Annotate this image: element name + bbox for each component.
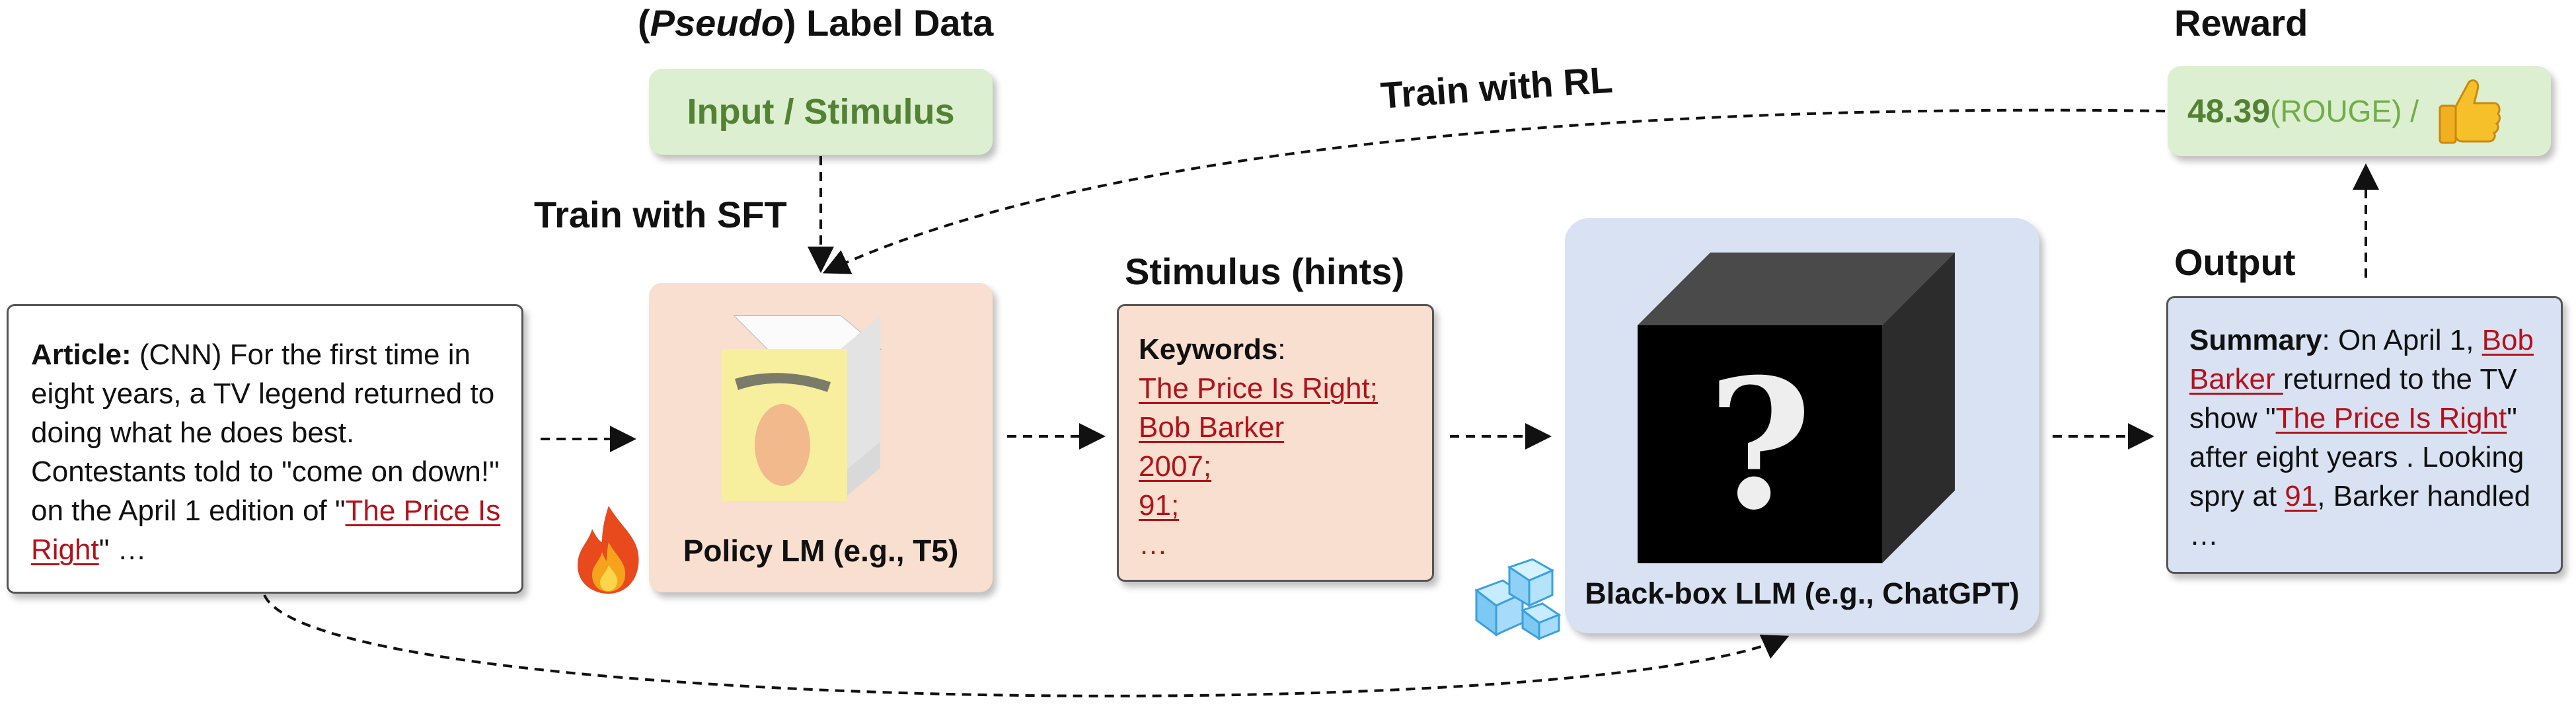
reward-value: 48.39 — [2187, 93, 2271, 130]
output-box: Summary: On April 1, Bob Barker returned… — [2166, 296, 2563, 574]
keyword-item: 2007; — [1139, 450, 1212, 483]
keyword-item: The Price Is Right; — [1139, 372, 1378, 405]
keywords-colon: : — [1277, 333, 1286, 366]
question-mark-glyph: ? — [1707, 339, 1813, 549]
summary-text-1: : On April 1, — [2322, 324, 2482, 356]
policy-cube-muppet-icon — [722, 315, 882, 501]
label-data-paren: ( — [638, 2, 650, 44]
reward-metric: (ROUGE) / — [2270, 94, 2419, 128]
keyword-ellipsis: … — [1139, 528, 1168, 561]
stimulus-heading: Stimulus (hints) — [1125, 251, 1405, 292]
summary-text-2: returned to the TV show " — [2189, 363, 2517, 434]
summary-text-4: , Barker handled … — [2189, 480, 2531, 551]
summary-link-price-is-right: The Price Is Right — [2275, 402, 2507, 434]
reward-heading: Reward — [2174, 2, 2308, 44]
article-box: Article: (CNN) For the first time in eig… — [7, 304, 523, 594]
train-sft-label: Train with SFT — [534, 194, 787, 235]
article-text: (CNN) For the first time in eight years,… — [31, 338, 500, 527]
policy-lm-box: Policy LM (e.g., T5) — [649, 283, 993, 592]
reward-box: 48.39 (ROUGE) / — [2168, 66, 2551, 156]
ice-cubes-icon — [1474, 558, 1562, 640]
summary-label: Summary — [2189, 324, 2322, 356]
keyword-item: 91; — [1139, 489, 1180, 522]
article-link-price-is-right: The Price Is Right — [31, 495, 501, 566]
keywords-label: Keywords — [1139, 333, 1278, 366]
blackbox-llm-box: ? Black-box LLM (e.g., ChatGPT) — [1565, 218, 2039, 633]
label-data-heading: (Pseudo) Label Data — [638, 1, 993, 44]
input-stimulus-box: Input / Stimulus — [649, 69, 993, 155]
summary-link-91: 91 — [2285, 480, 2318, 512]
label-data-pseudo: Pseudo — [650, 2, 784, 44]
thumbs-up-icon — [2439, 79, 2501, 144]
stimulus-box: Keywords: The Price Is Right; Bob Barker… — [1117, 304, 1434, 582]
keywords-line: Keywords: — [1139, 330, 1432, 369]
flame-icon — [578, 506, 639, 594]
article-tail: " … — [98, 534, 147, 566]
input-stimulus-label: Input / Stimulus — [687, 92, 955, 132]
label-data-heading-rest: ) Label Data — [783, 2, 994, 44]
article-label: Article: — [31, 338, 132, 371]
train-rl-label: Train with RL — [1379, 58, 1614, 116]
summary-link-bob-barker: Bob Barker — [2189, 324, 2534, 395]
policy-lm-label: Policy LM (e.g., T5) — [683, 534, 959, 568]
blackbox-llm-label: Black-box LLM (e.g., ChatGPT) — [1585, 576, 2020, 610]
summary-text-3: " after eight years . Looking spry at — [2189, 402, 2524, 512]
output-heading: Output — [2174, 241, 2296, 283]
keyword-item: Bob Barker — [1139, 411, 1285, 444]
